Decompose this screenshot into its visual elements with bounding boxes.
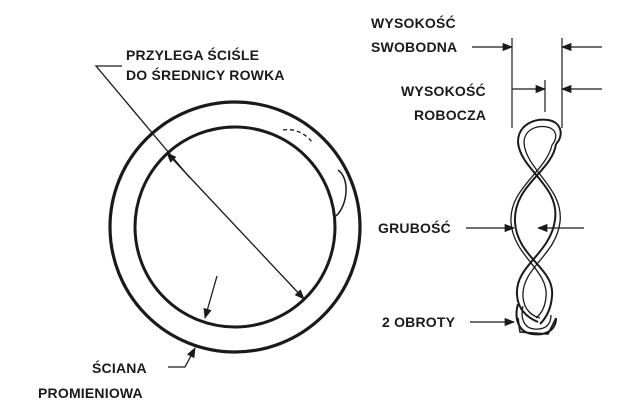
fits-label-line2: DO ŚREDNICY ROWKA (126, 66, 285, 83)
ring-end-dashed (282, 128, 313, 143)
spring-strand-3 (513, 143, 557, 325)
spring-strand-2 (522, 142, 561, 319)
ring-end-tab (335, 169, 347, 217)
work-height-label-line1: WYSOKOŚĆ (401, 82, 486, 99)
spring-top-loop (517, 118, 562, 145)
wave-spring-view (466, 38, 602, 336)
thickness-label: GRUBOŚĆ (378, 219, 451, 236)
fits-label-line1: PRZYLEGA ŚCIŚLE (126, 46, 259, 63)
spring-top-loop-inner (523, 125, 557, 146)
inner-ring-circle (133, 125, 337, 329)
spring-bottom-loop-inner (521, 305, 552, 330)
turns-label: 2 OBROTY (382, 314, 456, 330)
inner-wall-arrow (203, 275, 218, 319)
wall-leader-line (168, 347, 196, 368)
wall-label-line1: ŚCIANA (92, 359, 147, 376)
free-height-label-line1: WYSOKOŚĆ (371, 14, 456, 31)
ring-view (94, 65, 362, 368)
outer-ring-circle (108, 100, 362, 354)
wall-label-line2: PROMIENIOWA (38, 385, 143, 401)
fits-leader-line (94, 65, 191, 179)
work-height-label-line2: ROBOCZA (414, 107, 486, 123)
free-height-label-line2: SWOBODNA (371, 39, 457, 55)
spring-bottom-flat (517, 317, 557, 335)
spring-strand-4 (510, 144, 553, 319)
spring-bottom-loop (515, 303, 557, 336)
